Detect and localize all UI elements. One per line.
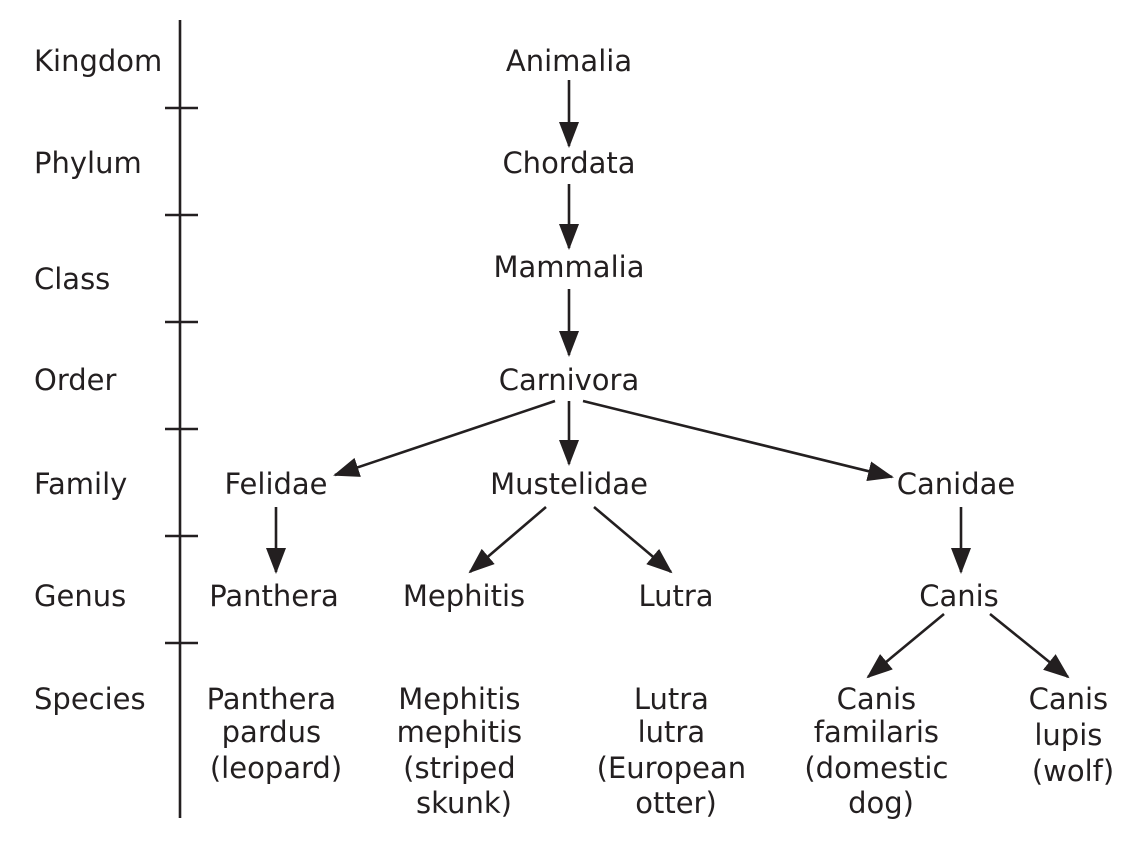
species-line: Panthera [207, 682, 337, 716]
node-species-domestic-dog: Canis familaris (domestic dog) [804, 682, 957, 820]
node-mephitis: Mephitis [403, 579, 525, 613]
node-mustelidae: Mustelidae [490, 467, 648, 501]
arrow-canis-to-wolf [989, 612, 1070, 679]
rank-label-phylum: Phylum [34, 146, 142, 180]
taxon-nodes: Animalia Chordata Mammalia Carnivora Fel… [207, 44, 1118, 820]
species-line: pardus [222, 715, 322, 749]
species-line: skunk) [416, 786, 512, 820]
arrow-mustelidae-to-mephitis [468, 506, 547, 574]
rank-label-genus: Genus [34, 579, 126, 613]
node-carnivora: Carnivora [499, 363, 639, 397]
node-species-wolf: Canis lupis (wolf) [1029, 682, 1118, 788]
rank-label-order: Order [34, 363, 116, 397]
species-line: Canis [837, 682, 917, 716]
node-species-striped-skunk: Mephitis mephitis (striped skunk) [397, 682, 532, 820]
arrow-carnivora-to-canidae [582, 399, 894, 481]
species-line: lupis [1034, 718, 1102, 752]
rank-axis [165, 20, 198, 818]
species-line: otter) [635, 786, 717, 820]
node-species-leopard: Panthera pardus (leopard) [207, 682, 346, 785]
rank-label-species: Species [34, 682, 146, 716]
node-chordata: Chordata [502, 146, 635, 180]
species-line: Lutra [634, 682, 709, 716]
node-mammalia: Mammalia [494, 250, 645, 284]
hierarchy-arrows [266, 80, 1070, 679]
node-canis: Canis [919, 579, 999, 613]
node-canidae: Canidae [897, 467, 1015, 501]
species-line: (wolf) [1032, 754, 1114, 788]
node-lutra: Lutra [638, 579, 713, 613]
node-panthera: Panthera [209, 579, 339, 613]
arrow-carnivora-to-felidae [333, 399, 556, 477]
species-line: Mephitis [398, 682, 520, 716]
species-line: (domestic [804, 751, 948, 785]
node-species-european-otter: Lutra lutra (European otter) [597, 682, 756, 820]
node-felidae: Felidae [224, 467, 327, 501]
rank-label-kingdom: Kingdom [34, 44, 162, 78]
species-line: (leopard) [210, 751, 342, 785]
species-line: dog) [848, 786, 914, 820]
species-line: (European [597, 751, 746, 785]
species-line: Canis [1029, 682, 1109, 716]
rank-label-class: Class [34, 262, 110, 296]
species-line: lutra [638, 715, 706, 749]
arrow-canis-to-domestic-dog [866, 612, 945, 679]
species-line: (striped [403, 751, 515, 785]
species-line: mephitis [397, 715, 522, 749]
arrow-mustelidae-to-lutra [593, 506, 673, 574]
rank-labels: Kingdom Phylum Class Order Family Genus … [34, 44, 162, 716]
node-animalia: Animalia [506, 44, 632, 78]
rank-label-family: Family [34, 467, 127, 501]
species-line: familaris [814, 715, 939, 749]
